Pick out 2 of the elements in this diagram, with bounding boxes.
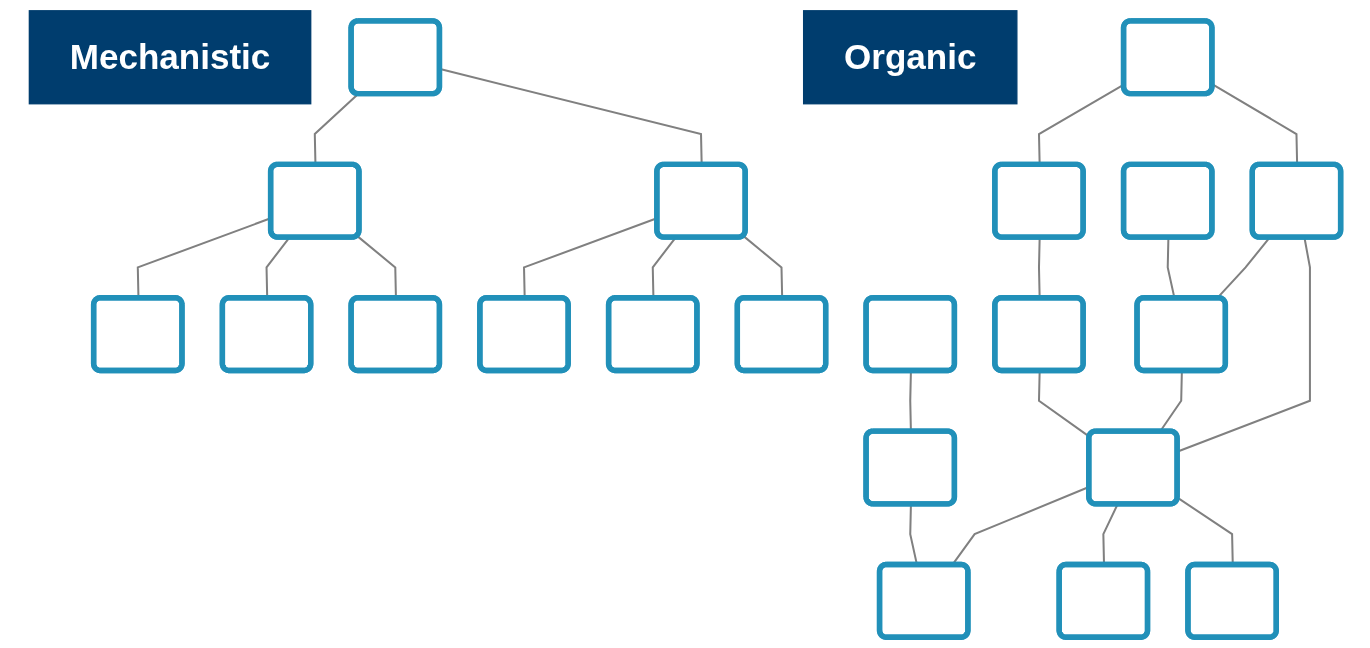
node-box: Organic bbox=[802, 10, 1018, 105]
node-box: Mechanistic bbox=[28, 10, 312, 105]
